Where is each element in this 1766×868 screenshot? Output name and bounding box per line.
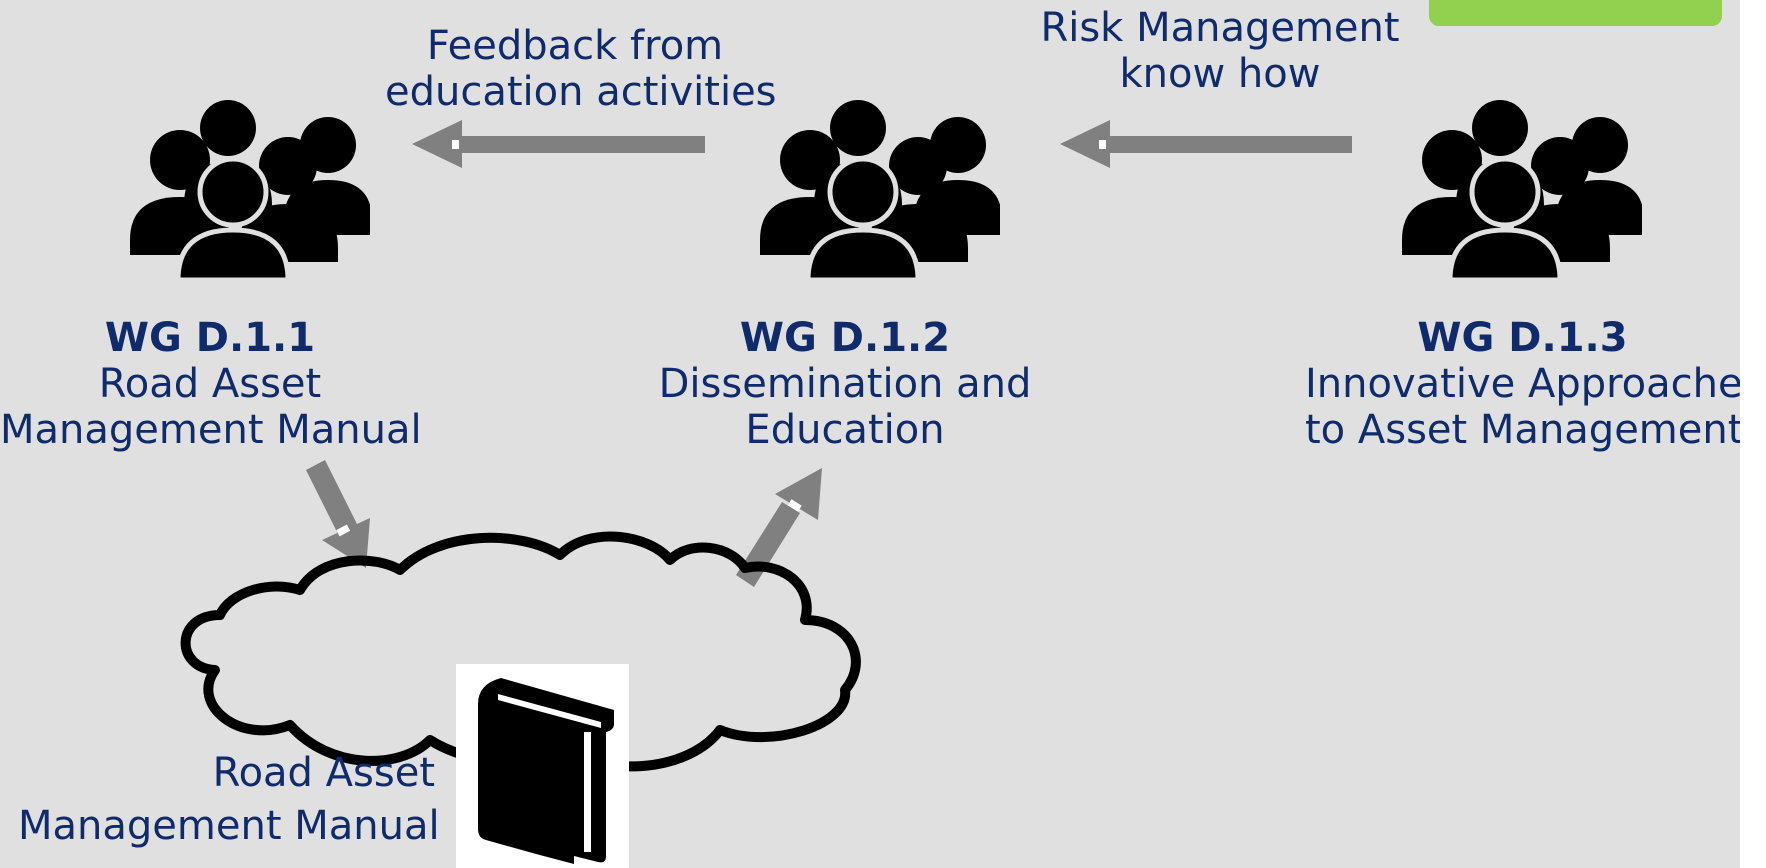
corner-badge (1429, 0, 1722, 26)
feedback-label: Feedback from education activities (385, 23, 777, 115)
people-group-icon (760, 100, 1000, 280)
wg-d13-label: WG D.1.3 Innovative Approaches to Asset … (1305, 315, 1740, 453)
wg-d11-id: WG D.1.1 (104, 315, 316, 361)
book-icon (478, 678, 614, 864)
cloud-icon (180, 531, 861, 772)
book-panel (456, 664, 629, 868)
wg-d12-line-2: Education (745, 407, 945, 453)
arrow-d12-to-d11 (412, 120, 705, 168)
wg-d12-id: WG D.1.2 (739, 315, 951, 361)
risk-label-line-2: know how (1119, 51, 1321, 97)
book-label-line-2: Management Manual (18, 803, 440, 849)
wg-d13-id: WG D.1.3 (1417, 315, 1628, 361)
wg-d13-line-1: Innovative Approaches (1305, 361, 1740, 407)
people-group-icon (130, 100, 370, 280)
wg-d11-line-1: Road Asset (98, 361, 322, 407)
arrow-d13-to-d12 (1060, 120, 1352, 168)
arrow-d11-to-cloud (306, 460, 370, 568)
people-group-icon (1402, 100, 1642, 280)
wg-d12-line-1: Dissemination and (658, 361, 1032, 407)
feedback-label-line-1: Feedback from (426, 23, 724, 69)
wg-d12-label: WG D.1.2 Dissemination and Education (640, 315, 1050, 453)
book-label: Road Asset Management Manual (18, 750, 440, 849)
wg-d11-line-2: Management Manual (0, 407, 422, 453)
wg-d13-line-2: to Asset Management (1305, 407, 1740, 453)
feedback-label-line-2: education activities (385, 69, 777, 115)
risk-label: Risk Management know how (1040, 5, 1400, 97)
wg-d11-label: WG D.1.1 Road Asset Management Manual (0, 315, 422, 453)
risk-label-line-1: Risk Management (1040, 5, 1400, 51)
book-label-line-1: Road Asset (212, 750, 435, 796)
